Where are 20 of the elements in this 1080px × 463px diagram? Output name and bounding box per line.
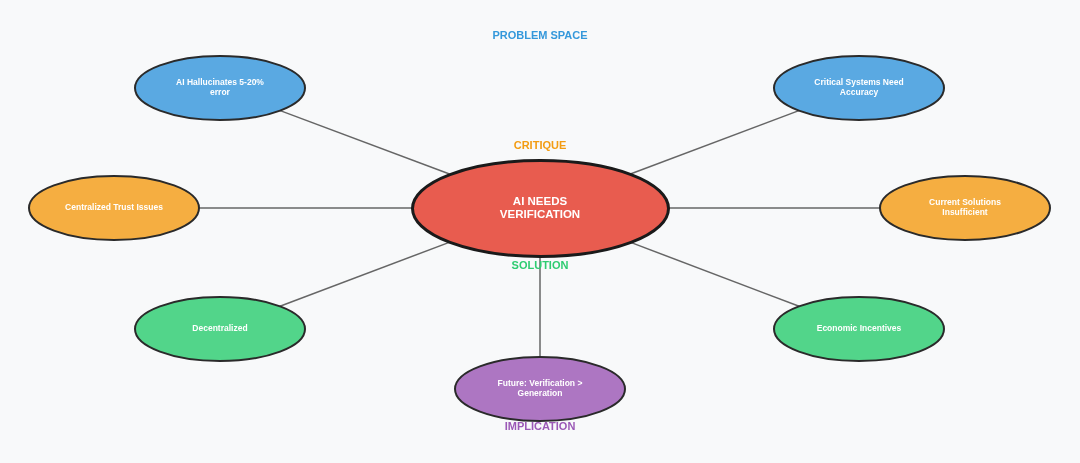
ellipse-node [28,175,200,241]
ellipse-node [454,356,626,422]
node-text: AI Hallucinates 5-20% error [175,78,265,98]
node-text: Economic Incentives [816,324,902,334]
ellipse-node [879,175,1051,241]
ellipse-node [134,55,306,121]
node-text: AI NEEDS VERIFICATION [498,194,582,222]
node-text: Decentralized [192,324,248,334]
ellipse-node [134,296,306,362]
ellipse-node [773,296,945,362]
section-label: SOLUTION [511,259,569,271]
node-text: Centralized Trust Issues [65,203,163,213]
connector-line [667,207,881,209]
node-text: Current Solutions Insufficient [928,198,1002,218]
ellipse-node [773,55,945,121]
node-text: Critical Systems Need Accuracy [813,78,905,98]
section-label: PROBLEM SPACE [492,29,588,41]
ellipse-node [410,158,670,258]
node-text: Future: Verification > Generation [496,379,584,399]
connector-line [539,255,541,358]
